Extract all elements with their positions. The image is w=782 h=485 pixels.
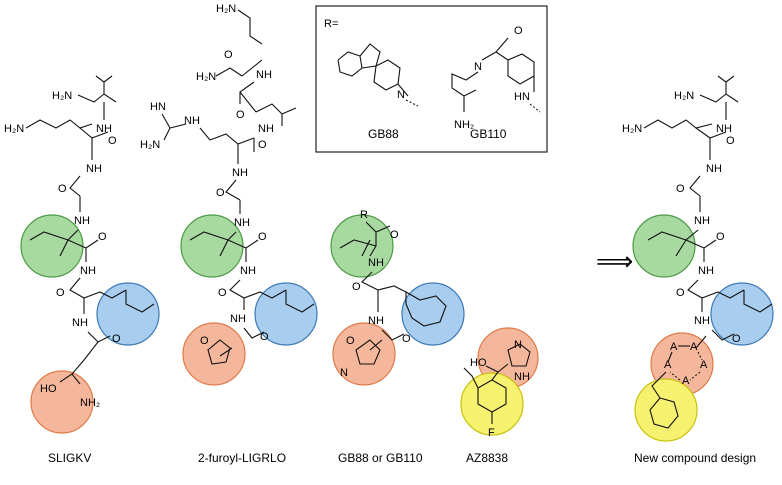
furoyl-green-highlight [180,214,244,278]
furoyl-h2n-amide: H₂N [196,71,216,83]
new-compound-structure: H₂N NH H₂N O NH O NH O NH O NH O A A A [622,75,774,465]
sligkv-o-1: O [108,135,117,147]
furoyl-nh-6: NH [230,313,246,325]
new-o-4: O [676,287,685,299]
furoyl-o-1: O [236,109,245,121]
gb110-hn-atom: HN [514,91,530,103]
gb-oxazole-n: N [340,367,348,379]
inset-border [315,5,548,153]
gb-r-atom: R [360,209,368,221]
sligkv-nh2: NH₂ [80,397,100,409]
sligkv-h2n-terminal: H₂N [52,90,72,102]
gb-orange-highlight [332,322,396,386]
gb-green-highlight [330,214,394,278]
caption-gb: GB88 or GB110 [338,451,423,465]
gb88-n-atom: N [397,89,405,101]
new-h2n-terminal: H₂N [674,90,694,102]
new-o-3: O [716,231,725,243]
az-imidazole-n: N [514,339,522,351]
caption-furoyl: 2-furoyl-LIGRLO [198,451,286,465]
new-o-1: O [726,135,735,147]
new-green-highlight [632,214,696,278]
sligkv-nh-2: NH [86,163,102,175]
new-o-2: O [676,183,685,195]
new-o-5: O [732,333,741,345]
gb110-structure: O N NH₂ HN GB110 [451,25,541,141]
furoyl-furan-o: O [200,335,209,347]
furoyl-nh-4: NH [234,217,250,229]
gb-o-2: O [352,281,361,293]
sligkv-structure: H₂N NH H₂N O NH O NH O NH O NH O HO NH₂ … [4,75,160,465]
gb110-n-atom: N [474,61,482,73]
gb-o-3: O [402,333,411,345]
az-f: F [488,427,495,439]
new-nh-1: NH [716,123,732,135]
furoyl-h2n-top: H₂N [216,3,236,15]
gb88-structure: N GB88 [337,43,419,141]
new-ring-a-3: A [700,359,708,371]
furoyl-o-4: O [258,231,267,243]
sligkv-nh-4: NH [80,265,96,277]
gb110-nh2-atom: NH₂ [454,119,474,131]
new-ring-a-1: A [670,341,678,353]
design-arrow: ⟹ [596,246,633,276]
gb88-label: GB88 [368,127,399,141]
new-nh-4: NH [698,265,714,277]
r-group-inset: R= N GB88 O N NH₂ HN GB110 [315,5,548,153]
az-yellow-highlight [460,372,524,436]
new-nh-3: NH [694,215,710,227]
furoyl-nh-1: NH [256,69,272,81]
sligkv-green-highlight [20,214,84,278]
furoyl-o-amide: O [224,49,233,61]
gb-blue-highlight [401,282,465,346]
new-h2n-lys: H₂N [622,123,642,135]
new-blue-highlight [710,282,774,346]
furoyl-orange-highlight [182,322,246,386]
gb-oxazole-o: O [346,335,355,347]
new-nh-2: NH [706,163,722,175]
sligkv-h2n-lys: H₂N [4,123,24,135]
new-nh-5: NH [694,315,710,327]
new-yellow-highlight [634,378,698,442]
new-ring-a-2: A [690,341,698,353]
sligkv-o-5: O [112,333,121,345]
furoyl-o-6: O [260,331,269,343]
sligkv-blue-highlight [96,282,160,346]
sligkv-o-3: O [98,231,107,243]
sligkv-nh-5: NH [72,317,88,329]
furoyl-o-5: O [218,287,227,299]
furoyl-h2n-guan: H₂N [140,139,160,151]
gb110-o-atom: O [514,25,523,37]
furoyl-o-3: O [216,187,225,199]
sligkv-orange-highlight [30,370,94,434]
sligkv-o-4: O [56,287,65,299]
new-ring-a-4: A [682,375,690,387]
caption-new: New compound design [634,451,756,465]
gb-structure: R O NH O NH O O N GB88 or GB110 [330,209,465,465]
furoyl-blue-highlight [254,282,318,346]
r-label: R= [324,18,338,30]
furoyl-nh-5: NH [240,265,256,277]
caption-az: AZ8838 [466,451,508,465]
furoyl-nh-2: NH [258,123,274,135]
caption-sligkv: SLIGKV [48,451,91,465]
az-ho: HO [470,357,487,369]
furoyl-hn-imine: HN [150,101,166,113]
furoyl-ligrlo-structure: H₂N H₂N O NH O NH HN H₂N NH O NH O NH O … [140,3,318,465]
new-ring-a-5: A [664,359,672,371]
gb-o-1: O [390,229,399,241]
furoyl-nh-guan: NH [184,115,200,127]
sligkv-nh-3: NH [74,215,90,227]
sligkv-ho: HO [40,383,57,395]
furoyl-nh-3: NH [232,167,248,179]
gb-nh-2: NH [368,315,384,327]
furoyl-o-2: O [258,139,267,151]
az8838-structure: HO N NH F AZ8838 [460,327,539,465]
az-imidazole-nh: NH [514,371,530,383]
gb-nh-1: NH [368,257,384,269]
gb110-label: GB110 [470,127,507,141]
sligkv-o-2: O [58,183,67,195]
